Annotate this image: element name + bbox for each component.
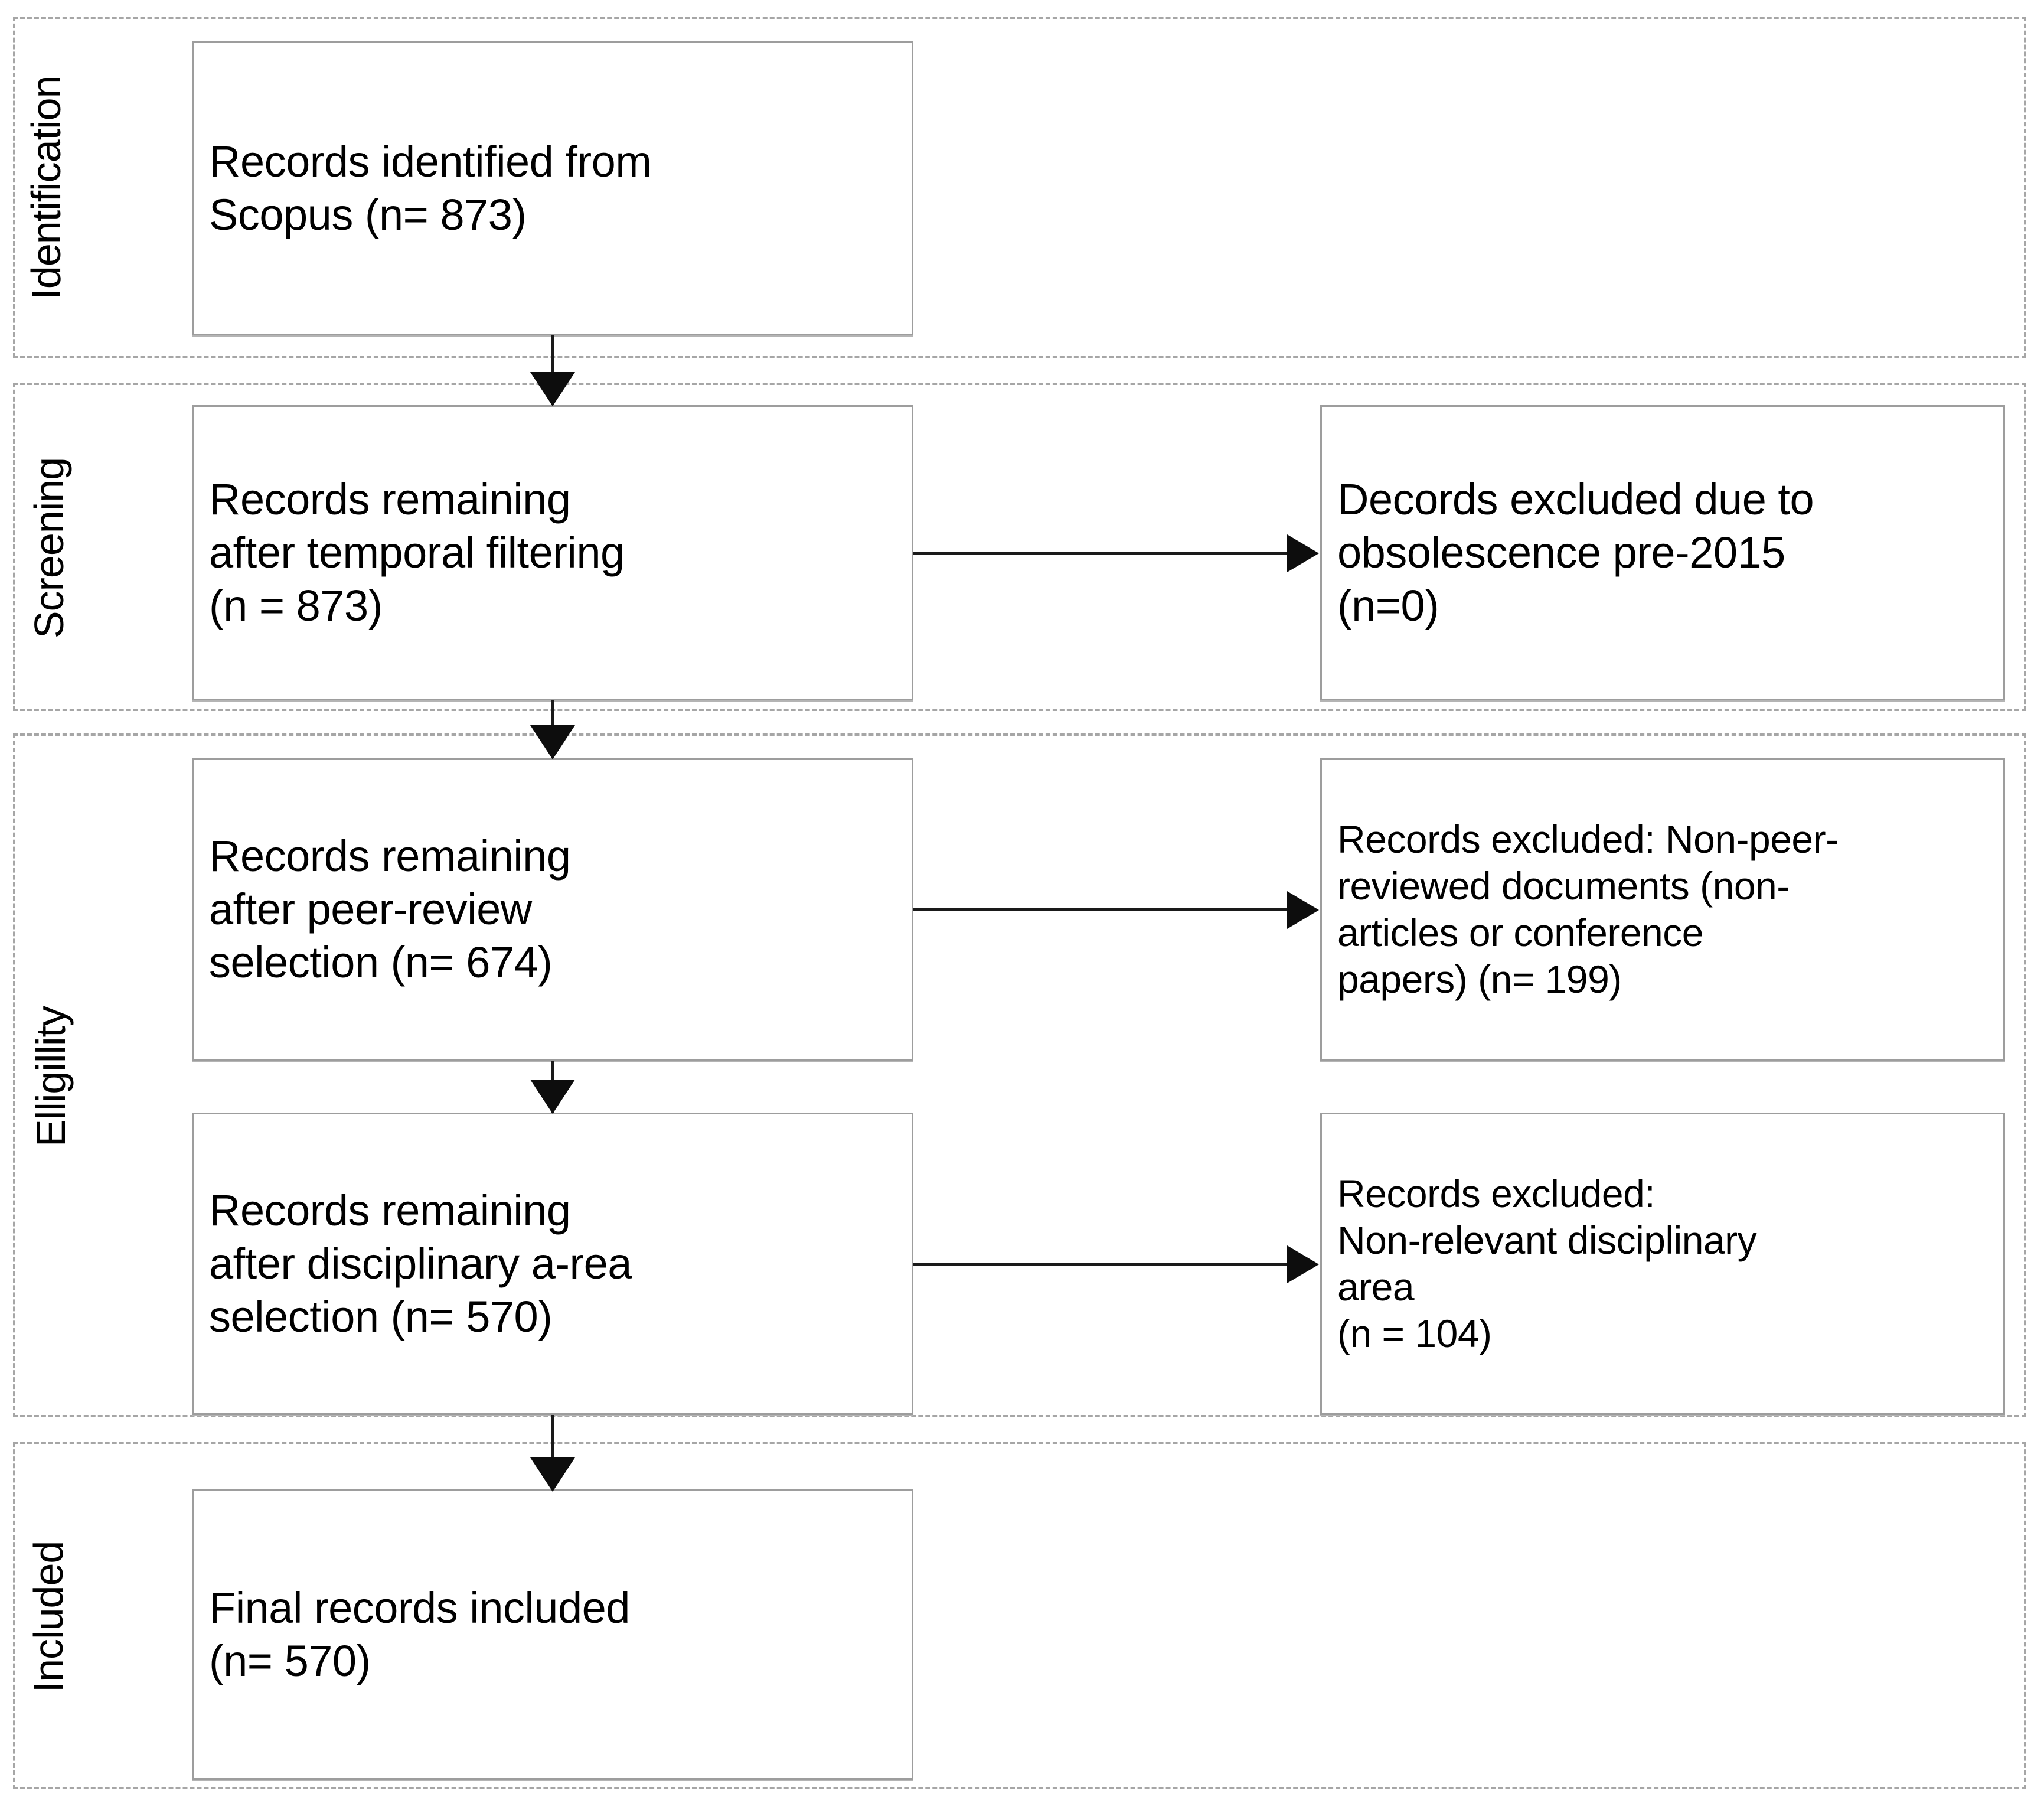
stage-band-eligibility (13, 733, 2026, 1417)
arrowhead-temporal-to-excluded (1287, 534, 1319, 572)
stage-band-identification (13, 17, 2026, 358)
box-excluded-non-relevant-area-text: Records excluded: Non-relevant disciplin… (1337, 1171, 1757, 1356)
box-final-records-included: Final records included (n= 570) (192, 1489, 913, 1780)
box-records-after-peer-review: Records remaining after peer-review sele… (192, 758, 913, 1061)
connector-peer-review-to-excluded (913, 908, 1289, 911)
arrowhead-disciplinary-to-excluded (1287, 1245, 1319, 1283)
stage-label-included: Included (25, 1541, 71, 1693)
box-excluded-non-relevant-area: Records excluded: Non-relevant disciplin… (1320, 1113, 2005, 1415)
connector-identified-to-temporal (551, 335, 554, 405)
box-records-identified-text: Records identified from Scopus (n= 873) (209, 136, 652, 239)
box-excluded-non-peer-reviewed-text: Records excluded: Non-peer- reviewed doc… (1337, 817, 1839, 1002)
connector-disciplinary-to-final (551, 1415, 554, 1489)
stage-label-eligibility: Elligillity (28, 1006, 74, 1147)
stage-band-included (13, 1442, 2026, 1789)
stage-label-identification: Identification (23, 76, 69, 300)
arrowhead-peer-review-to-disciplinary (530, 1080, 575, 1114)
connector-temporal-to-excluded (913, 552, 1289, 555)
box-excluded-non-peer-reviewed: Records excluded: Non-peer- reviewed doc… (1320, 758, 2005, 1061)
arrowhead-disciplinary-to-final (530, 1457, 575, 1492)
connector-disciplinary-to-excluded (913, 1263, 1289, 1266)
box-excluded-obsolescence-text: Decords excluded due to obsolescence pre… (1337, 474, 1814, 631)
box-records-after-disciplinary-area: Records remaining after disciplinary a-r… (192, 1113, 913, 1415)
stage-label-screening: Screening (26, 457, 72, 639)
arrowhead-temporal-to-peer-review (530, 725, 575, 759)
box-final-records-included-text: Final records included (n= 570) (209, 1583, 630, 1685)
box-excluded-obsolescence: Decords excluded due to obsolescence pre… (1320, 405, 2005, 700)
stage-band-screening (13, 383, 2026, 711)
box-records-after-temporal-filtering-text: Records remaining after temporal filteri… (209, 474, 625, 631)
box-records-after-disciplinary-area-text: Records remaining after disciplinary a-r… (209, 1185, 632, 1342)
box-records-identified: Records identified from Scopus (n= 873) (192, 41, 913, 335)
arrowhead-peer-review-to-excluded (1287, 891, 1319, 929)
box-records-after-peer-review-text: Records remaining after peer-review sele… (209, 831, 571, 987)
arrowhead-identified-to-temporal (530, 372, 575, 406)
box-records-after-temporal-filtering: Records remaining after temporal filteri… (192, 405, 913, 700)
